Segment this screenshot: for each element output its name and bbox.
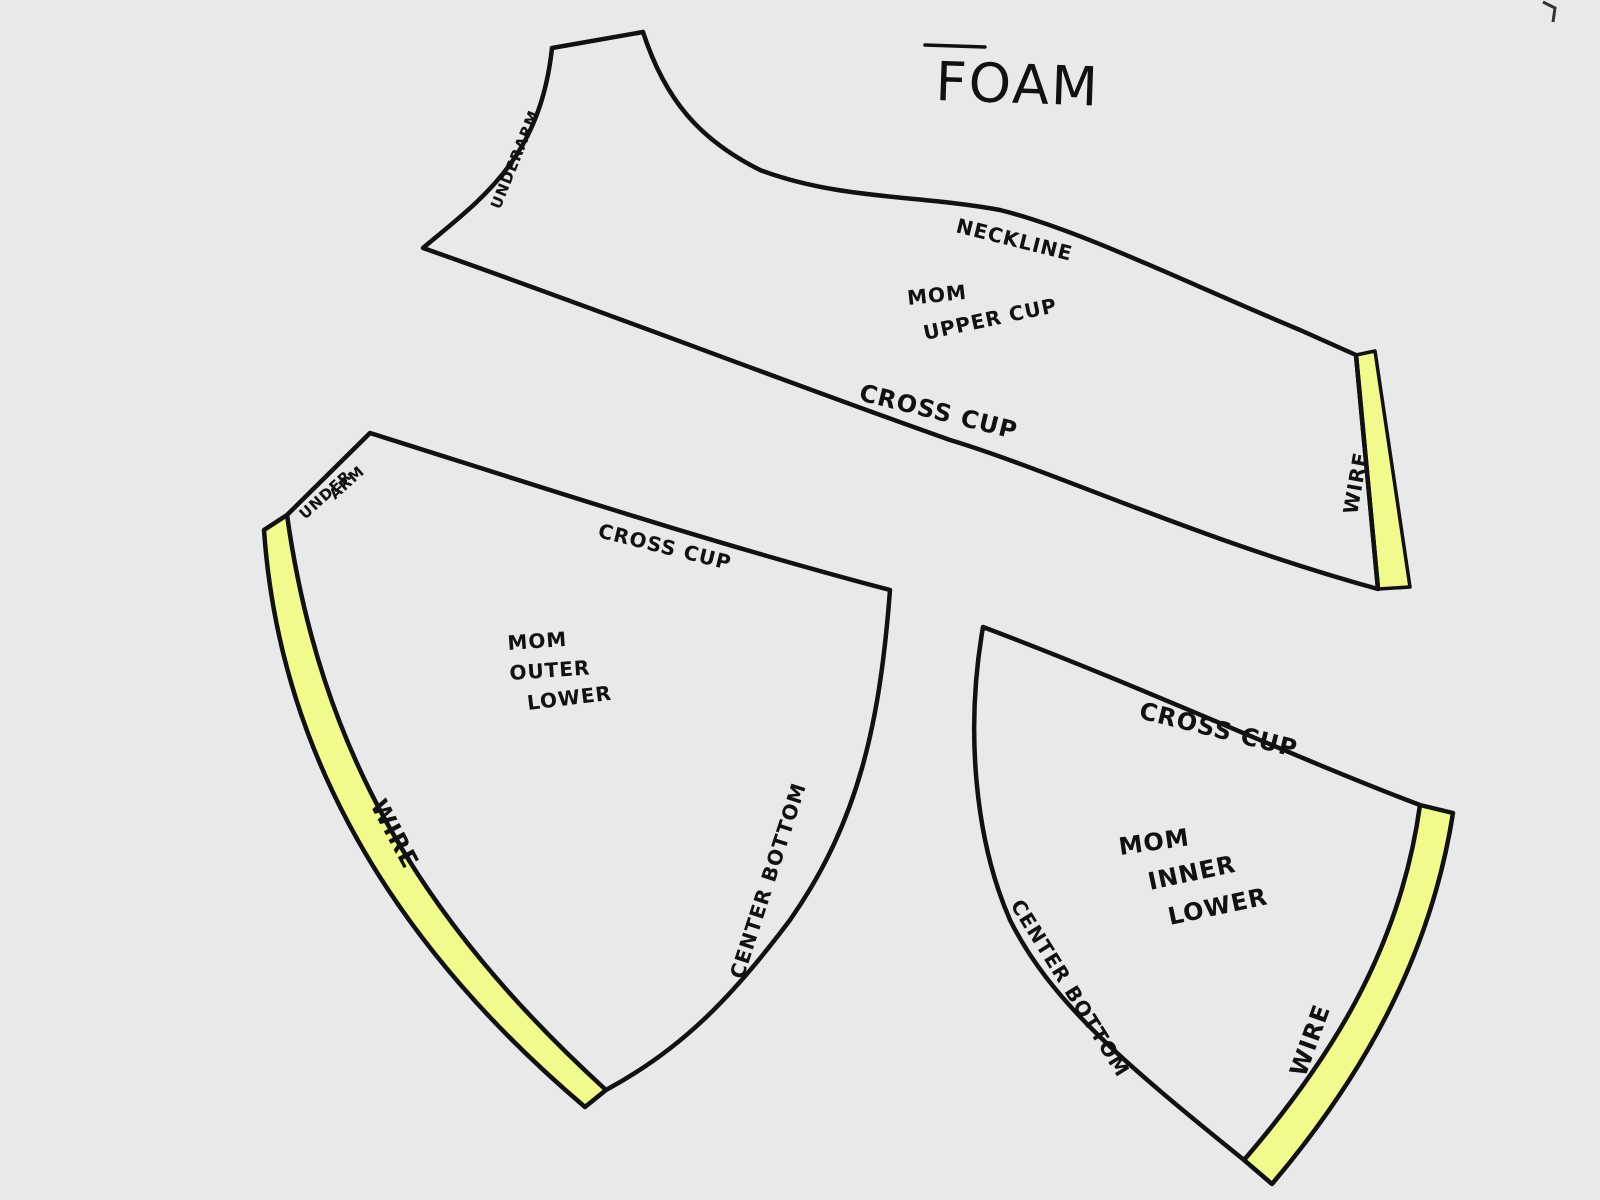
outer-lower-name-line2: OUTER — [509, 655, 591, 685]
upper-cup-piece: UNDERARM NECKLINE MOM UPPER CUP CROSS CU… — [420, 29, 1412, 592]
upper-cup-outline — [420, 29, 1381, 592]
diagram-title: FOAM — [935, 50, 1101, 119]
inner-lower-wire-seam — [1242, 804, 1423, 1162]
upper-cup-wire-seam — [1353, 354, 1381, 590]
corner-mark — [1542, 0, 1557, 23]
outer-lower-name-line1: MOM — [507, 627, 568, 655]
outer-lower-wire-seam — [284, 514, 608, 1092]
outer-lower-outline — [261, 430, 893, 1110]
title-underline — [923, 43, 987, 49]
inner-lower-outline — [971, 624, 1456, 1187]
